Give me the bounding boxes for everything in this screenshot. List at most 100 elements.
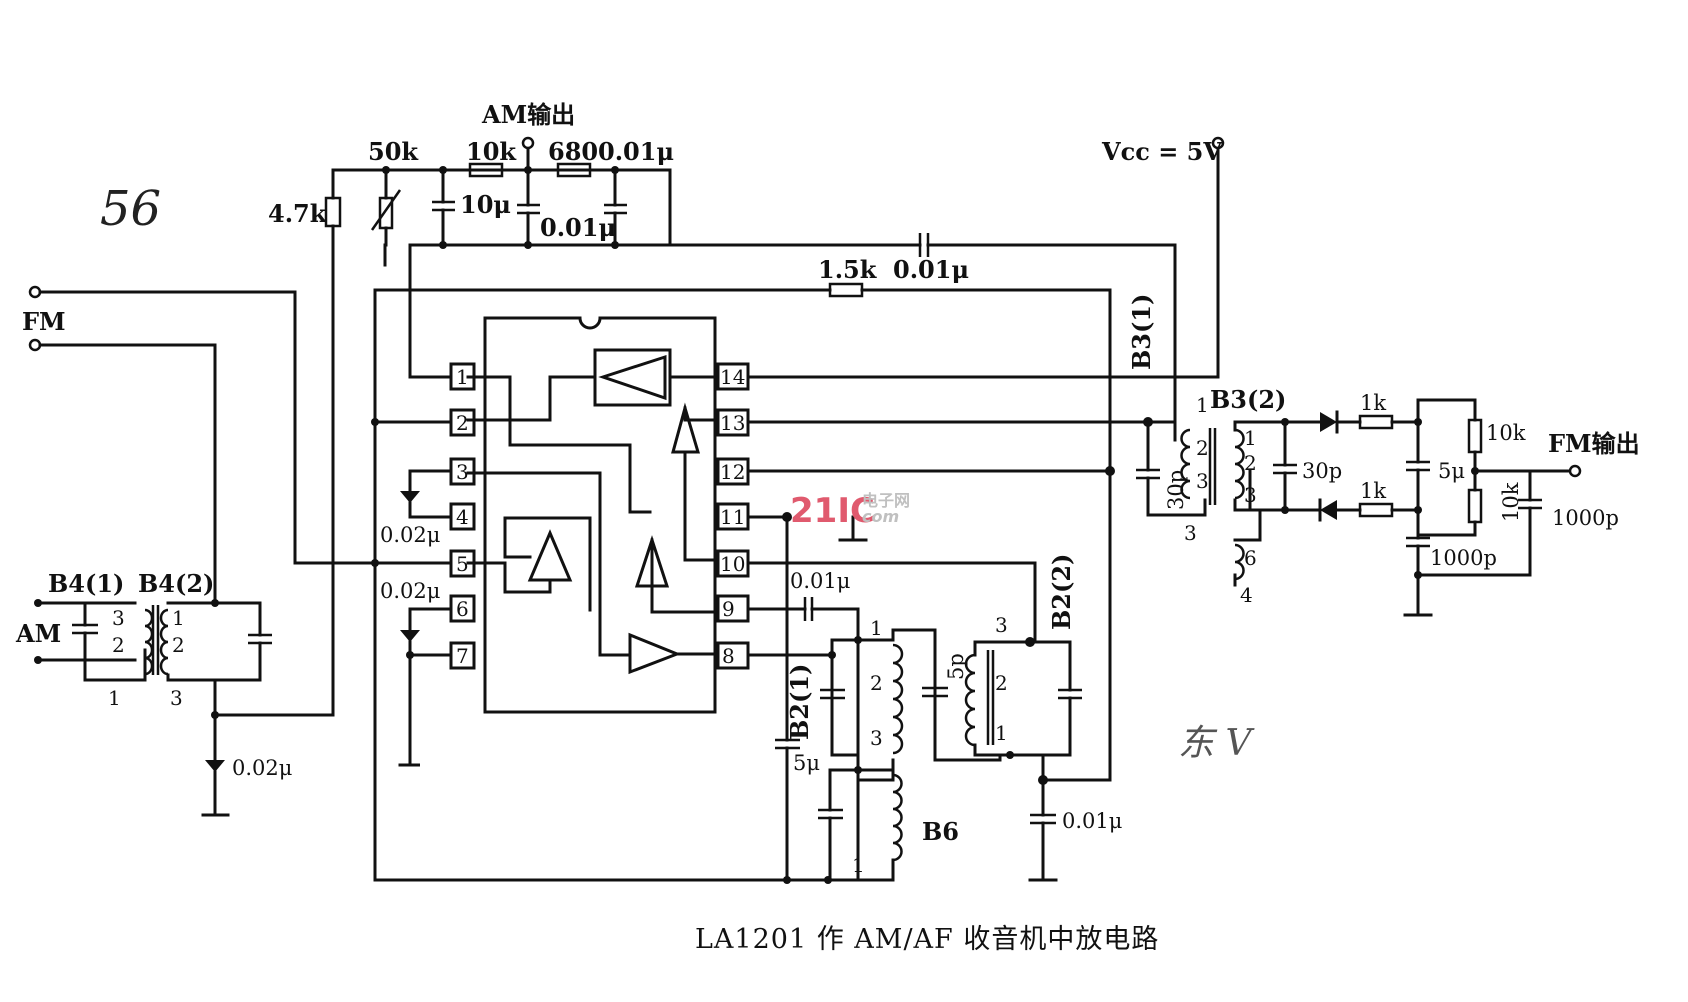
- resistor-1k-a: [1358, 414, 1394, 430]
- svg-text:1: 1: [1196, 393, 1209, 417]
- pin-6: 6: [449, 594, 476, 623]
- diagram-caption: LA1201 作 AM/AF 收音机中放电路: [695, 924, 1159, 955]
- svg-text:2: 2: [172, 633, 185, 657]
- svg-text:50k: 50k: [368, 137, 419, 166]
- svg-text:1: 1: [172, 606, 185, 630]
- svg-text:0.02μ: 0.02μ: [232, 756, 292, 780]
- svg-text:1: 1: [870, 616, 883, 640]
- svg-text:4: 4: [1240, 583, 1253, 607]
- component-labels: AM输出 50k 10k 680 0.01μ 10μ 0.01μ 4.7k 1.…: [15, 100, 1640, 846]
- svg-text:3: 3: [1196, 469, 1209, 493]
- svg-text:B4(2): B4(2): [138, 569, 214, 598]
- svg-text:B4(1): B4(1): [48, 569, 124, 598]
- b2-1-coil: [820, 628, 1002, 782]
- svg-text:9: 9: [722, 597, 735, 621]
- svg-text:1: 1: [456, 365, 469, 389]
- wire-right-bus: [860, 288, 1112, 782]
- pin-11: 11: [716, 502, 750, 531]
- handwritten-mark: 56: [100, 181, 161, 237]
- svg-text:1: 1: [1244, 426, 1257, 450]
- svg-text:5: 5: [456, 552, 469, 576]
- svg-text:10: 10: [720, 552, 745, 576]
- svg-text:0.01μ: 0.01μ: [893, 255, 969, 284]
- pin-13: 13: [716, 408, 750, 437]
- svg-text:0.01μ: 0.01μ: [598, 137, 674, 166]
- svg-text:4.7k: 4.7k: [268, 199, 328, 228]
- svg-text:3: 3: [170, 686, 183, 710]
- svg-text:6: 6: [1244, 546, 1257, 570]
- b2-2-coil: [964, 637, 1082, 882]
- svg-text:1k: 1k: [1360, 391, 1386, 415]
- coil-tap-numbers: 3 2 1 2 1 3 1 2 3 1 2 3 6 3 4 1 2 3 3 2 …: [108, 393, 1257, 877]
- svg-text:2: 2: [870, 671, 883, 695]
- svg-text:1: 1: [995, 721, 1008, 745]
- ic-pins: 1 2 3 4 5 6 7 8 9 10 11 12 13 14: [449, 362, 750, 670]
- svg-text:0.01μ: 0.01μ: [1062, 809, 1122, 833]
- svg-text:3: 3: [456, 460, 469, 484]
- svg-text:1000p: 1000p: [1552, 506, 1619, 530]
- wire-vcc: [746, 146, 1220, 379]
- svg-text:2: 2: [1244, 451, 1257, 475]
- b4-transformer: [34, 599, 272, 817]
- svg-text:10k: 10k: [466, 137, 517, 166]
- svg-text:0.01μ: 0.01μ: [540, 213, 616, 242]
- pin-8: 8: [716, 641, 750, 670]
- handwritten-note: 东 V: [1178, 723, 1255, 764]
- svg-text:B3(1): B3(1): [1127, 294, 1156, 370]
- svg-text:0.02μ: 0.02μ: [380, 523, 440, 547]
- pin-7: 7: [449, 641, 476, 670]
- am-input-label: AM: [15, 619, 61, 648]
- pin-10: 10: [716, 549, 750, 578]
- svg-text:5p: 5p: [944, 653, 968, 680]
- svg-text:5μ: 5μ: [793, 751, 820, 775]
- svg-text:5μ: 5μ: [1438, 459, 1465, 483]
- vcc-label: Vcc = 5V: [1101, 137, 1222, 166]
- svg-text:12: 12: [720, 460, 745, 484]
- svg-text:14: 14: [720, 365, 745, 389]
- svg-text:10k: 10k: [1499, 482, 1523, 522]
- resistor-680: [556, 162, 592, 178]
- svg-text:0.01μ: 0.01μ: [790, 569, 850, 593]
- am-output-label: AM输出: [481, 100, 575, 129]
- resistor-1.5k: [828, 282, 864, 298]
- resistor-10k-top: [468, 162, 504, 178]
- svg-text:3: 3: [870, 726, 883, 750]
- svg-text:8: 8: [722, 644, 735, 668]
- pin-2: 2: [449, 408, 476, 437]
- svg-text:2: 2: [456, 411, 469, 435]
- svg-text:B2(1): B2(1): [785, 664, 814, 740]
- svg-text:4: 4: [456, 505, 469, 529]
- svg-text:3: 3: [1244, 483, 1257, 507]
- wire-left-bus: [373, 420, 830, 882]
- svg-text:30p: 30p: [1164, 470, 1188, 510]
- watermark-logo: 21IC 电子网 com: [790, 491, 910, 531]
- fm-output-label: FM输出: [1548, 429, 1640, 458]
- svg-text:1: 1: [108, 686, 121, 710]
- wire-pin9: [810, 607, 860, 882]
- resistor-10k-a: [1467, 418, 1483, 454]
- svg-text:0.02μ: 0.02μ: [380, 579, 440, 603]
- svg-text:2: 2: [112, 633, 125, 657]
- svg-text:10k: 10k: [1486, 421, 1526, 445]
- wire-1.5k: [373, 288, 832, 422]
- svg-text:B2(2): B2(2): [1047, 554, 1076, 630]
- wire-b3-1: [926, 243, 1177, 442]
- svg-text:com: com: [862, 507, 899, 526]
- resistor-4.7k: [324, 196, 342, 228]
- pin-9: 9: [716, 594, 750, 623]
- svg-text:7: 7: [456, 644, 469, 668]
- svg-text:10μ: 10μ: [460, 190, 511, 219]
- svg-text:6: 6: [456, 597, 469, 621]
- svg-text:1k: 1k: [1360, 479, 1386, 503]
- svg-text:3: 3: [995, 613, 1008, 637]
- svg-text:30p: 30p: [1302, 459, 1342, 483]
- fm-input-label: FM: [22, 307, 66, 336]
- svg-text:21IC: 21IC: [790, 491, 875, 531]
- svg-text:3: 3: [1184, 521, 1197, 545]
- svg-text:13: 13: [720, 411, 745, 435]
- svg-text:2: 2: [1196, 436, 1209, 460]
- wire-pin1: [408, 243, 453, 379]
- svg-text:2: 2: [995, 671, 1008, 695]
